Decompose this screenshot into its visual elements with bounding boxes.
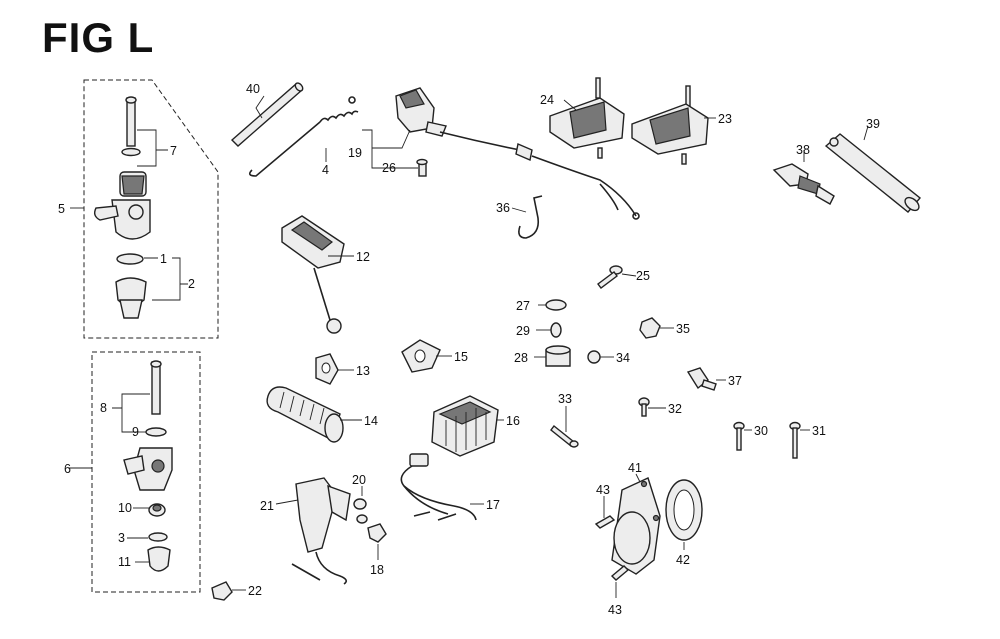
callout-15: 15 (454, 350, 468, 364)
callout-34: 34 (616, 351, 630, 365)
callout-2: 2 (188, 277, 195, 291)
part-31-screw (789, 421, 801, 459)
callout-6: 6 (64, 462, 71, 476)
part-2-fuel-cup (115, 277, 147, 319)
callout-43-upper: 43 (596, 483, 610, 497)
part-10-fitting (148, 503, 166, 517)
callout-labels: 7 5 1 2 8 9 6 10 3 11 40 4 19 26 24 23 3… (58, 82, 880, 617)
callout-9: 9 (132, 425, 139, 439)
callout-24: 24 (540, 93, 554, 107)
part-9-washer (145, 427, 167, 437)
part-36-clamp (518, 195, 543, 239)
part-20-nut (353, 498, 368, 524)
part-12-fuel-gauge (281, 215, 345, 334)
callout-27: 27 (516, 299, 530, 313)
callout-31: 31 (812, 424, 826, 438)
part-11-fuel-cup (147, 546, 171, 572)
part-23-engine-mount (631, 85, 709, 165)
callout-11: 11 (118, 555, 131, 569)
part-33-screw (550, 425, 579, 448)
callout-13: 13 (356, 364, 370, 378)
callout-32: 32 (668, 402, 682, 416)
part-30-screw (733, 421, 745, 451)
part-17-wire-harness (400, 453, 477, 521)
part-35-nut (639, 317, 661, 339)
callout-42: 42 (676, 553, 690, 567)
part-21-bracket (291, 477, 351, 585)
callout-39: 39 (866, 117, 880, 131)
part-1-o-ring (116, 253, 144, 265)
part-3-o-ring (148, 532, 168, 542)
part-7-bolt (121, 96, 141, 157)
callout-26: 26 (382, 161, 396, 175)
callout-19: 19 (348, 146, 362, 160)
part-16-regulator (431, 395, 499, 457)
leader-lines (68, 95, 869, 598)
part-38-spark-plug (772, 163, 835, 205)
callout-21: 21 (260, 499, 274, 513)
callout-41: 41 (628, 461, 642, 475)
callout-16: 16 (506, 414, 520, 428)
callout-40: 40 (246, 82, 260, 96)
part-24-engine-mount (549, 77, 625, 159)
part-13-gasket (315, 353, 339, 385)
callout-14: 14 (364, 414, 378, 428)
part-43-bolt-upper (594, 515, 616, 529)
part-26-screw (416, 158, 428, 177)
callout-30: 30 (754, 424, 768, 438)
part-42-gasket (665, 479, 703, 541)
callout-18: 18 (370, 563, 384, 577)
callout-5: 5 (58, 202, 65, 216)
part-8-bolt (150, 360, 162, 415)
part-43-bolt-lower (610, 565, 630, 581)
part-6-fuel-valve (123, 447, 173, 491)
part-5-fuel-valve (93, 171, 151, 240)
group-box-5 (83, 79, 219, 339)
part-25-bolt (597, 265, 623, 289)
part-19-throttle-lever (395, 87, 640, 220)
part-39-plug-wrench (824, 133, 922, 213)
callout-37: 37 (728, 374, 742, 388)
part-18-cap (367, 523, 387, 543)
callout-29: 29 (516, 324, 530, 338)
part-40-tube (230, 82, 304, 147)
callout-23: 23 (718, 112, 732, 126)
callout-8: 8 (100, 401, 107, 415)
callout-38: 38 (796, 143, 810, 157)
callout-1: 1 (160, 252, 167, 266)
part-32-screw (638, 397, 650, 417)
callout-22: 22 (248, 584, 262, 598)
figure-title: FIG L (42, 14, 155, 61)
callout-20: 20 (352, 473, 366, 487)
part-28-grommet (545, 345, 571, 367)
part-41-cover (611, 477, 661, 575)
part-37-bolt (686, 367, 717, 391)
part-27-washer (545, 299, 567, 311)
callout-17: 17 (486, 498, 500, 512)
callout-33: 33 (558, 392, 572, 406)
callout-25: 25 (636, 269, 650, 283)
callout-4: 4 (322, 163, 329, 177)
callout-3: 3 (118, 531, 125, 545)
group-box-6 (91, 351, 201, 593)
part-22-clip (211, 581, 233, 601)
callout-7: 7 (170, 144, 177, 158)
callout-35: 35 (676, 322, 690, 336)
part-4-spring-rod (248, 96, 359, 177)
callout-36: 36 (496, 201, 510, 215)
part-29-collar (550, 322, 562, 338)
part-34-nut (587, 350, 601, 364)
callout-10: 10 (118, 501, 132, 515)
callout-43-lower: 43 (608, 603, 622, 617)
part-15-gasket (401, 339, 441, 373)
callout-28: 28 (514, 351, 528, 365)
callout-12: 12 (356, 250, 370, 264)
part-14-grip (266, 386, 344, 443)
